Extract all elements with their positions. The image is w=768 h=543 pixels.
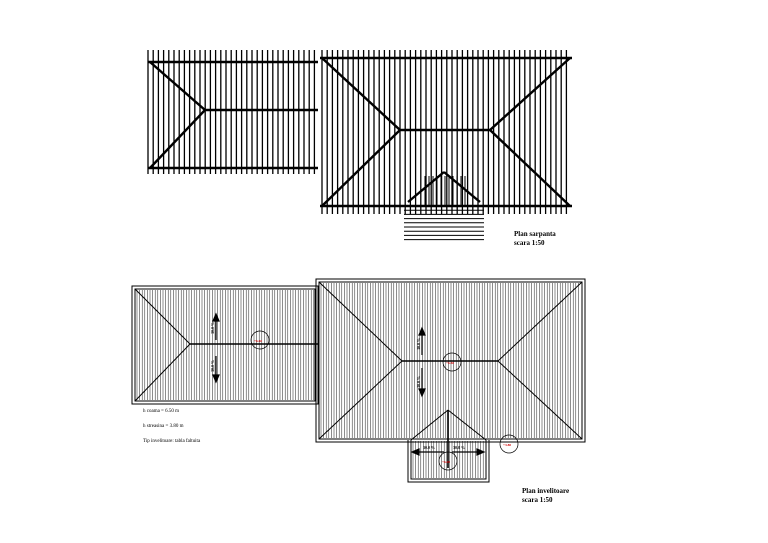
invelitoare-hips xyxy=(134,281,583,441)
covering-left-wing xyxy=(136,290,315,400)
plan-sarpanta-title-block: Plan sarpanta scara 1:50 xyxy=(514,230,556,248)
invelitoare-ridges xyxy=(190,343,498,468)
height-label-left-ridge: +6.50 xyxy=(254,339,262,343)
slope-label-porch-left: 30.0 % xyxy=(423,445,435,450)
plan-sarpanta-title: Plan sarpanta xyxy=(514,230,556,238)
plan-sarpanta-drawing xyxy=(147,50,572,241)
height-markers xyxy=(250,330,519,471)
height-label-corner: +3.80 xyxy=(503,443,511,447)
slope-label-main-lower: 30.0 % xyxy=(416,376,421,388)
slope-label-main-upper: 30.0 % xyxy=(416,338,421,350)
plan-invelitoare-title-block: Plan invelitoare scara 1:50 xyxy=(522,487,569,505)
plan-invelitoare-scale: scara 1:50 xyxy=(522,496,553,504)
note-tip-invelitoare: Tip invelitoare: tabla faltuita xyxy=(143,439,201,444)
note-h-streasina: h streasina = 3.80 m xyxy=(143,424,184,429)
sarpanta-beams xyxy=(148,56,572,208)
rafters-left-wing xyxy=(147,50,316,174)
rafters-main-wing xyxy=(321,50,568,214)
height-label-porch-ridge: +6.00 xyxy=(442,460,450,464)
plan-invelitoare-drawing xyxy=(131,278,586,483)
plan-sarpanta-scale: scara 1:50 xyxy=(514,239,545,247)
plan-invelitoare-title: Plan invelitoare xyxy=(522,487,570,495)
rafters-porch xyxy=(404,176,484,241)
slope-arrows xyxy=(212,312,486,456)
slope-label-left-lower: 30.0 % xyxy=(210,360,215,372)
slope-label-porch-right: 30.0 % xyxy=(453,445,465,450)
invelitoare-outlines xyxy=(131,278,586,483)
sarpanta-hips xyxy=(149,57,571,207)
note-h-coama: h coama = 6.50 m xyxy=(143,409,180,414)
height-label-main-ridge: +6.50 xyxy=(446,361,454,365)
slope-label-left-upper: 30.0 % xyxy=(210,322,215,334)
